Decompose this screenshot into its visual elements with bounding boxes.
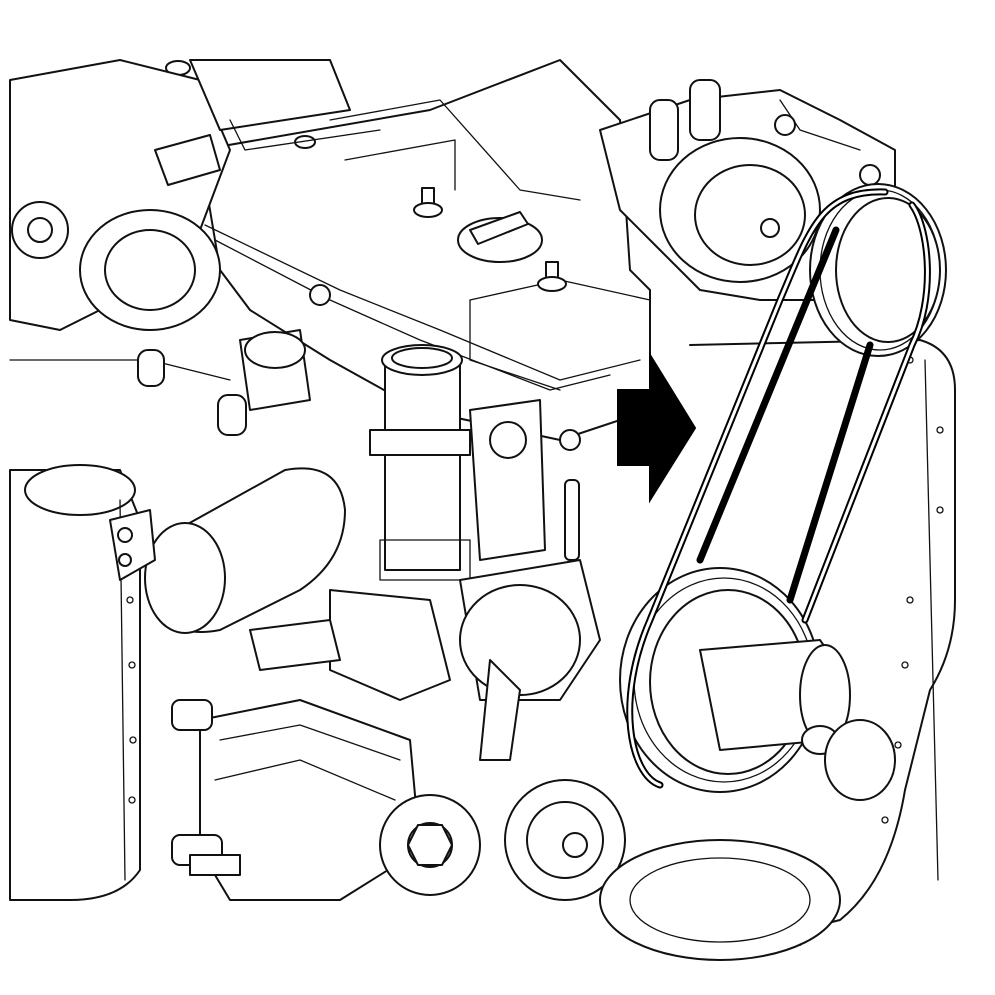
- oil-filler-cap: [457, 211, 543, 263]
- valve-cover-stud-1: [413, 187, 443, 218]
- direction-arrow: [617, 351, 697, 504]
- drive-belt: [626, 188, 931, 789]
- fuel-filter: [109, 467, 346, 634]
- crankshaft-pulley: [619, 567, 896, 801]
- alternator: [171, 699, 421, 901]
- oil-filter: [9, 464, 141, 901]
- water-outlet-pipe: [369, 344, 471, 581]
- turbocharger: [9, 59, 381, 436]
- fan-hub: [599, 839, 841, 961]
- starter-motor: [249, 559, 601, 761]
- valve-cover: [199, 59, 651, 451]
- valve-cover-stud-2: [537, 261, 567, 292]
- lifting-bracket: [469, 399, 580, 561]
- tensioner-pulley: [379, 794, 481, 896]
- upper-pulley: [809, 183, 947, 357]
- idler-pulley: [504, 779, 626, 901]
- temperature-sensor: [239, 329, 311, 411]
